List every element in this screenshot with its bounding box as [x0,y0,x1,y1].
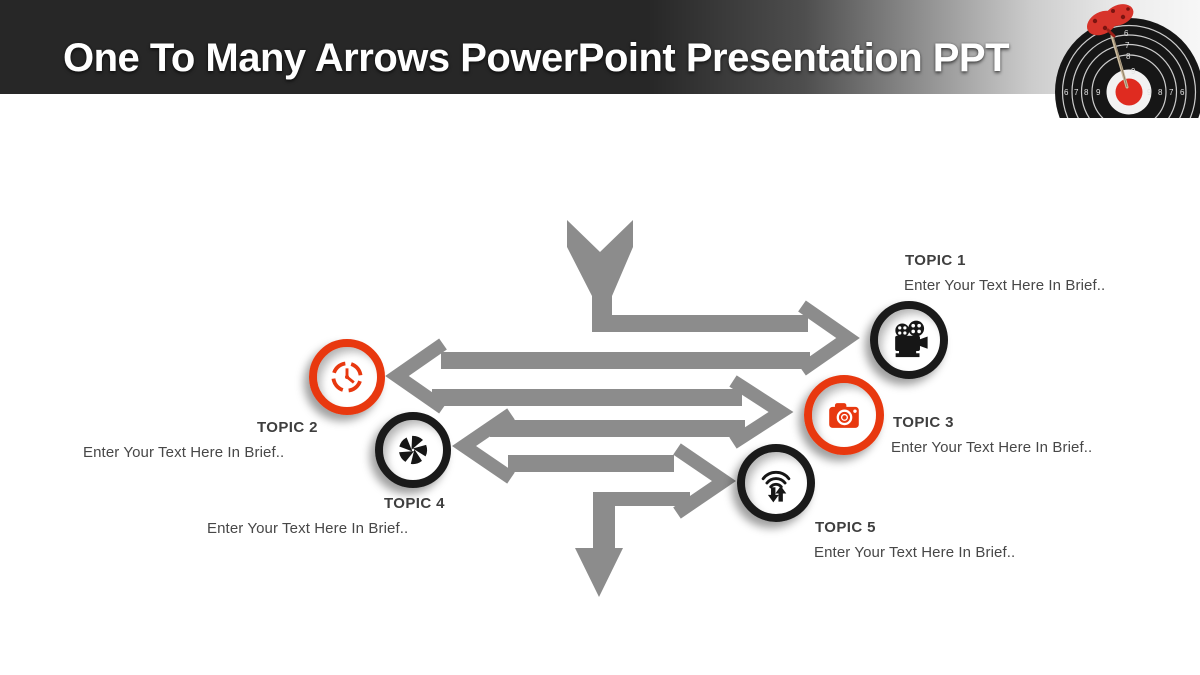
arrow-topic1-bar [592,294,808,332]
arrow-topic5-head [673,443,736,519]
svg-text:8: 8 [1158,88,1163,97]
svg-text:9: 9 [1096,88,1101,97]
arrow-topic1-head [798,300,860,376]
topic4-label: TOPIC 4 [384,495,445,512]
svg-text:6: 6 [1064,88,1069,97]
arrow-fletching [567,220,633,296]
topic3-label: TOPIC 3 [893,414,954,431]
clock-icon [331,361,363,393]
video-camera-icon [895,320,928,358]
topic4-icon-circle [375,412,451,488]
arrow-topic3-head [729,375,794,449]
topic2-icon-circle [309,339,385,415]
dartboard-image: 6 7 8 9 9 8 7 6 6 7 8 9 [1055,4,1200,118]
svg-text:6: 6 [1124,29,1129,38]
topic3-body: Enter Your Text Here In Brief.. [891,439,1093,456]
dartboard-outer-ring [1055,18,1200,118]
svg-text:8: 8 [1126,52,1131,61]
aperture-icon [399,435,428,465]
arrow-topic2-bar [441,352,810,369]
header-bar [0,0,1200,94]
svg-text:7: 7 [1169,88,1174,97]
slide-title: One To Many Arrows PowerPoint Presentati… [63,36,1010,80]
topic1-body: Enter Your Text Here In Brief.. [904,277,1106,294]
topic1-label: TOPIC 1 [905,252,966,269]
svg-text:6: 6 [1180,88,1185,97]
photo-camera-icon [829,403,859,428]
svg-text:8: 8 [1084,88,1089,97]
svg-text:7: 7 [1074,88,1079,97]
wifi-transfer-icon [761,470,791,503]
topic2-label: TOPIC 2 [257,419,318,436]
topic1-icon-circle [870,301,948,379]
arrow-topic4-head [452,408,515,484]
arrow-topic4-bar [490,420,745,437]
svg-text:9: 9 [1147,88,1152,97]
svg-text:9: 9 [1131,67,1136,76]
dartboard-numbers: 6 7 8 9 9 8 7 6 6 7 8 9 [1064,29,1185,97]
dart-icon [1086,4,1134,89]
topic4-body: Enter Your Text Here In Brief.. [207,520,409,537]
topic5-icon-circle [737,444,815,522]
topic3-icon-circle [804,375,884,455]
arrow-topic3-bar [432,389,742,406]
topic5-body: Enter Your Text Here In Brief.. [814,544,1016,561]
svg-text:7: 7 [1125,41,1130,50]
arrow-topic5-bar [508,455,674,472]
topic5-label: TOPIC 5 [815,519,876,536]
topic2-body: Enter Your Text Here In Brief.. [83,444,285,461]
arrow-topic2-head [385,338,447,414]
arrow-down-outgoing [575,492,690,597]
dartboard-bullseye [1115,78,1143,106]
